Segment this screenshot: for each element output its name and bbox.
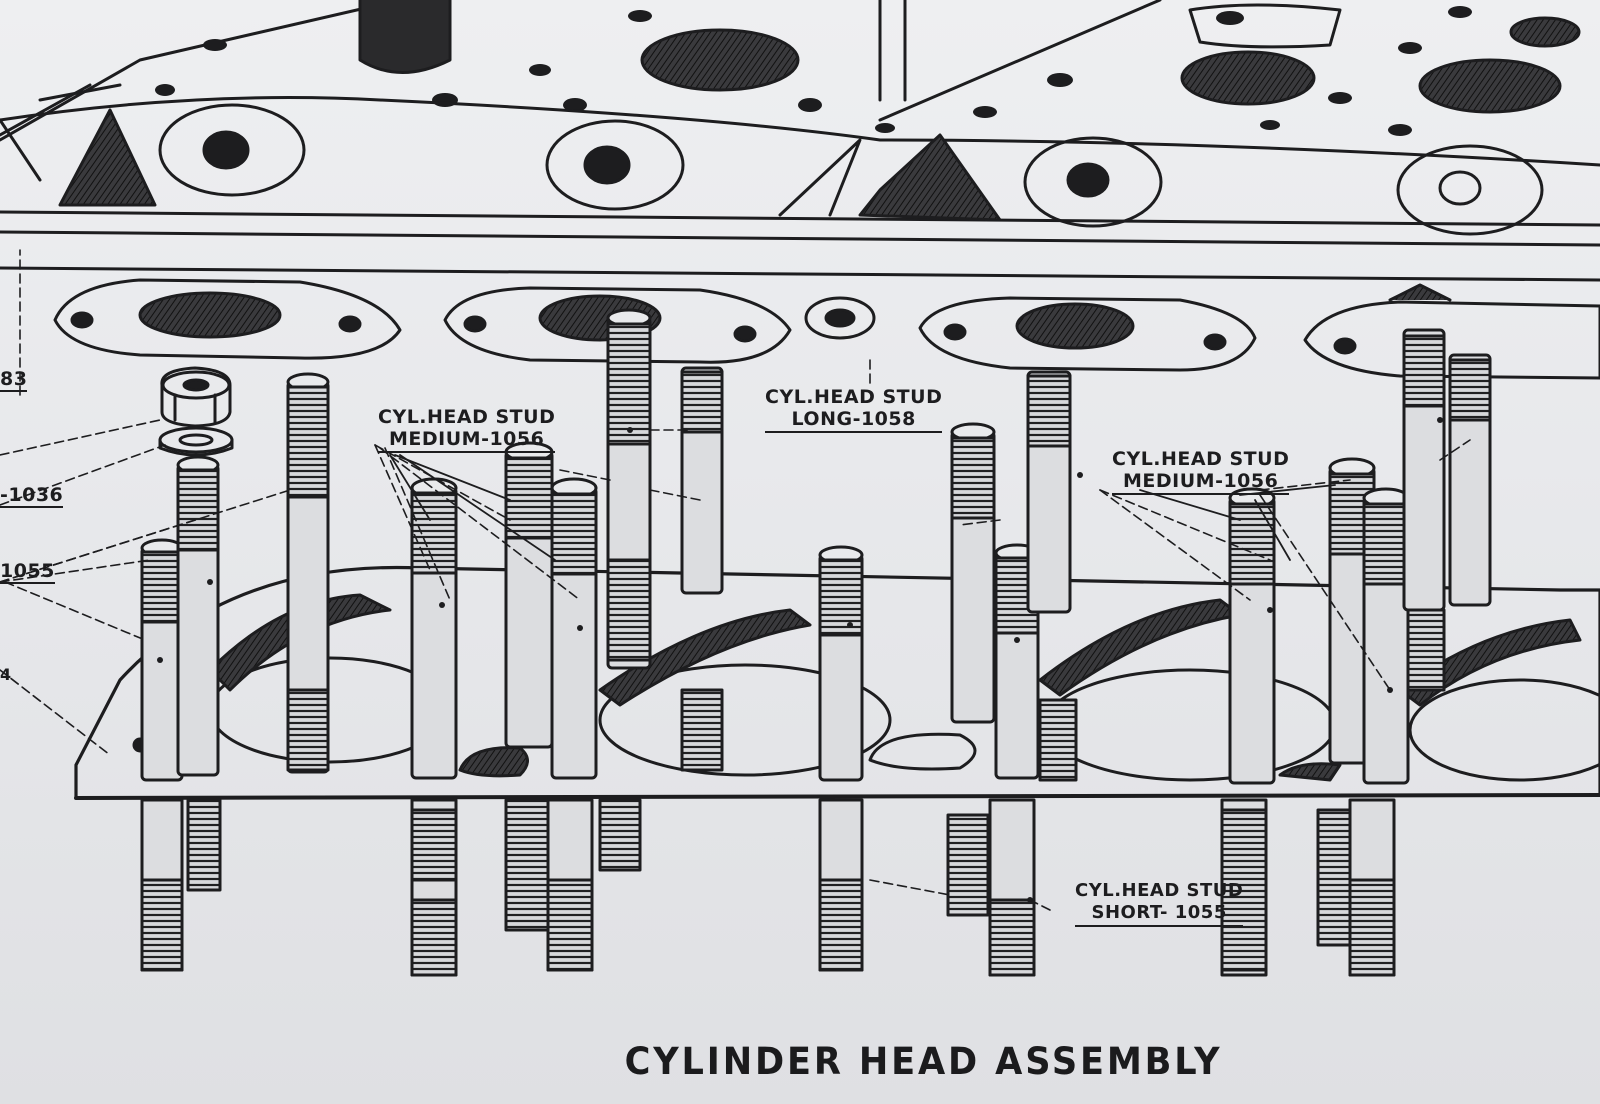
stud — [410, 477, 458, 977]
callout-medium-left-line2: MEDIUM-1056 — [378, 428, 556, 453]
stud — [546, 477, 598, 972]
stud — [176, 455, 222, 892]
stud-group — [140, 308, 1492, 977]
callout-medium-left: CYL.HEAD STUD MEDIUM-1056 — [378, 406, 556, 453]
cylinder-head-top — [0, 0, 1581, 142]
stud — [286, 372, 330, 774]
callout-long-line1: CYL.HEAD STUD — [765, 386, 943, 408]
callout-short-line1: CYL.HEAD STUD — [1075, 880, 1244, 901]
callout-pointers — [389, 454, 1336, 561]
edge-label-1036: -1036 — [0, 484, 64, 508]
callout-long-line2: LONG-1058 — [765, 408, 943, 433]
callout-short: CYL.HEAD STUD SHORT- 1055 — [1075, 880, 1244, 927]
callout-medium-left-line1: CYL.HEAD STUD — [378, 406, 556, 428]
diagram-caption: CYLINDER HEAD ASSEMBLY — [624, 1040, 1223, 1083]
stud — [1348, 487, 1410, 977]
stud — [1220, 487, 1276, 977]
callout-long: CYL.HEAD STUD LONG-1058 — [765, 386, 943, 433]
manifold-flanges — [53, 278, 1600, 380]
callout-medium-right-line1: CYL.HEAD STUD — [1112, 448, 1290, 470]
cylinder-head-side — [0, 96, 1600, 282]
edge-label-83: 83 — [0, 368, 28, 392]
stud — [1402, 328, 1492, 692]
stud — [1026, 370, 1078, 782]
edge-label-4: 4 — [0, 665, 12, 684]
stud — [946, 422, 996, 917]
stud — [598, 308, 652, 872]
callout-medium-right-line2: MEDIUM-1056 — [1112, 470, 1290, 495]
callout-short-line2: SHORT- 1055 — [1075, 902, 1244, 927]
stud — [818, 545, 864, 972]
stud — [680, 366, 724, 772]
stud — [504, 441, 554, 932]
edge-label-1055: 1055 — [0, 560, 55, 584]
nut-and-washer — [158, 366, 234, 457]
callout-medium-right: CYL.HEAD STUD MEDIUM-1056 — [1112, 448, 1290, 495]
leader-lines — [0, 249, 1471, 911]
stud — [140, 538, 184, 972]
